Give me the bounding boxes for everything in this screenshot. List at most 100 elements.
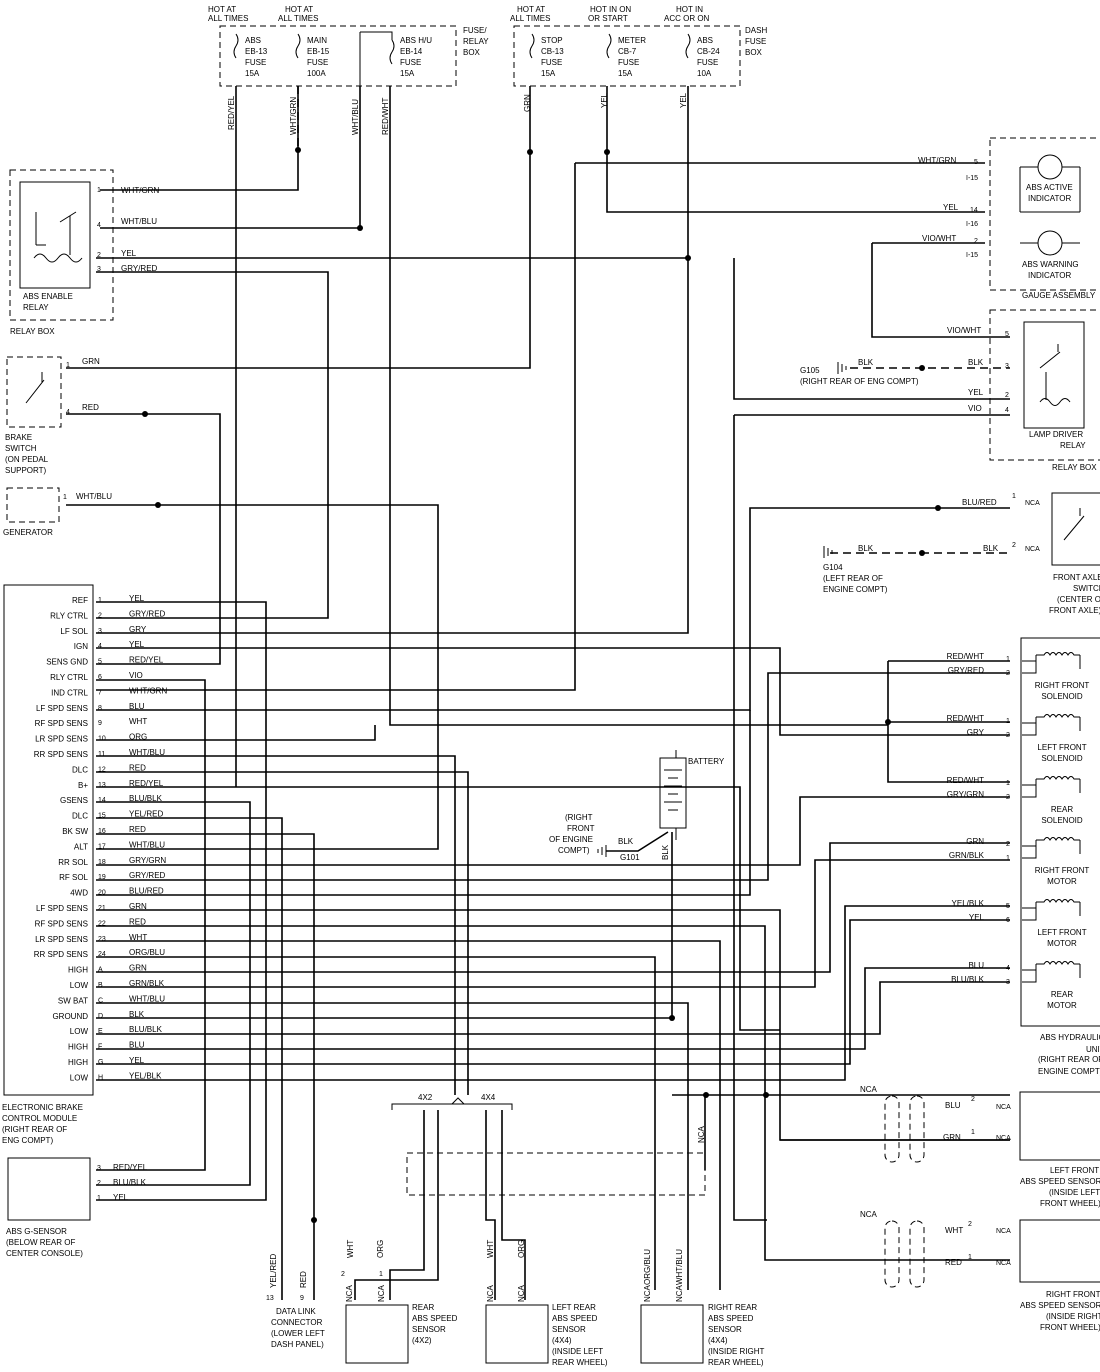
svg-text:NCA: NCA — [996, 1260, 1011, 1267]
svg-text:LEFT FRONT: LEFT FRONT — [1050, 1166, 1099, 1175]
svg-text:MAIN: MAIN — [307, 36, 327, 45]
fuse-cb13: STOP CB-13 FUSE 15A — [529, 33, 564, 78]
splice-points — [142, 147, 941, 1223]
ebcm-pin-function: RLY CTRL — [50, 673, 88, 682]
ebcm-pin-number: 4 — [98, 643, 102, 650]
ebcm-pin-wire: GRN/BLK — [129, 979, 165, 988]
svg-text:15A: 15A — [618, 69, 633, 78]
ebcm-pin-function: LR SPD SENS — [35, 735, 88, 744]
ebcm-pin-wire: WHT/GRN — [129, 686, 167, 695]
ebcm-pin-function: RF SPD SENS — [35, 719, 88, 728]
svg-text:ELECTRONIC BRAKE: ELECTRONIC BRAKE — [2, 1103, 83, 1112]
svg-text:1: 1 — [968, 1254, 972, 1261]
ebcm-pin-function: LF SOL — [60, 627, 88, 636]
pin-wire: RED/WHT — [947, 776, 984, 785]
ebcm-pin-function: ALT — [74, 842, 88, 851]
svg-text:2: 2 — [971, 1096, 975, 1103]
svg-text:I-15: I-15 — [966, 175, 978, 182]
svg-text:FUSE/: FUSE/ — [463, 26, 487, 35]
svg-text:ABS SPEED SENSOR: ABS SPEED SENSOR — [1020, 1301, 1100, 1310]
svg-text:3: 3 — [1005, 363, 1009, 370]
ebcm-pin-function: SENS GND — [46, 658, 88, 667]
lamp-driver-relay: LAMP DRIVER RELAY RELAY BOX 5 3 2 4 VIO/… — [947, 309, 1100, 472]
svg-text:(4X4): (4X4) — [708, 1336, 728, 1345]
svg-text:ORG: ORG — [376, 1240, 385, 1258]
svg-text:ABS SPEED: ABS SPEED — [412, 1314, 458, 1323]
fuse-wire-labels: RED/YEL WHT/GRN WHT/BLU RED/WHT GRN YEL … — [227, 92, 688, 135]
ebcm-pin-wire: RED/YEL — [129, 779, 164, 788]
fuse-eb13: ABS EB-13 FUSE 15A — [233, 33, 268, 78]
svg-text:14: 14 — [970, 207, 978, 214]
svg-text:I-15: I-15 — [966, 252, 978, 259]
svg-text:(INSIDE RIGHT: (INSIDE RIGHT — [708, 1347, 765, 1356]
pin-wire: GRN/BLK — [949, 851, 985, 860]
coil-symbol — [1022, 961, 1081, 983]
svg-text:RED: RED — [82, 403, 99, 412]
svg-text:15A: 15A — [541, 69, 556, 78]
svg-text:4X4: 4X4 — [481, 1093, 496, 1102]
svg-text:FUSE: FUSE — [541, 58, 562, 67]
rear-abs-speed-sensor: WHT ORG 2 1 NCA NCA REAR ABS SPEED SENSO… — [341, 1240, 458, 1364]
pin-wire: RED/WHT — [947, 714, 984, 723]
right-front-speed-sensor: 2 1 NCA NCA WHT RED NCA RIGHT FRONT ABS … — [860, 1210, 1100, 1332]
ebcm-pin-function: HIGH — [68, 966, 88, 975]
svg-text:NCA: NCA — [486, 1284, 495, 1302]
svg-text:SENSOR: SENSOR — [708, 1325, 742, 1334]
svg-text:FUSE: FUSE — [618, 58, 639, 67]
svg-text:METER: METER — [618, 36, 646, 45]
ebcm-pin-wire: YEL — [129, 640, 145, 649]
coil-symbol — [1022, 776, 1081, 798]
data-link-connector: YEL/RED RED 13 9 DATA LINK CONNECTOR (LO… — [266, 1254, 325, 1349]
ebcm-pin-wire: ORG/BLU — [129, 948, 165, 957]
svg-text:ABS SPEED: ABS SPEED — [708, 1314, 754, 1323]
svg-text:OR START: OR START — [588, 14, 628, 23]
svg-text:WHT/GRN: WHT/GRN — [289, 97, 298, 135]
svg-text:YEL/RED: YEL/RED — [269, 1254, 278, 1288]
svg-text:(RIGHT: (RIGHT — [565, 813, 593, 822]
svg-text:DASH PANEL): DASH PANEL) — [271, 1340, 324, 1349]
ebcm-pin-wire: GRY/RED — [129, 609, 166, 618]
ebcm-pin-number: 10 — [98, 736, 106, 743]
ebcm-pin-function: RR SPD SENS — [34, 950, 88, 959]
svg-text:HOT AT: HOT AT — [517, 5, 545, 14]
svg-text:ABS ACTIVE: ABS ACTIVE — [1026, 183, 1073, 192]
svg-text:G101: G101 — [620, 853, 640, 862]
ebcm-pin-function: HIGH — [68, 1058, 88, 1067]
svg-text:(RIGHT REAR OF: (RIGHT REAR OF — [2, 1125, 67, 1134]
svg-text:RELAY: RELAY — [1060, 441, 1086, 450]
ebcm-pin-number: C — [98, 997, 103, 1004]
svg-text:VIO/WHT: VIO/WHT — [947, 326, 981, 335]
svg-text:1: 1 — [379, 1271, 383, 1278]
ground-g104: G104 (LEFT REAR OF ENGINE COMPT) BLK — [823, 544, 888, 594]
svg-text:ALL TIMES: ALL TIMES — [278, 14, 318, 23]
svg-text:NCA: NCA — [517, 1284, 526, 1302]
svg-text:G104: G104 — [823, 563, 843, 572]
svg-text:WHT/BLU: WHT/BLU — [675, 1249, 684, 1285]
svg-text:NCA: NCA — [675, 1284, 684, 1302]
ebcm-pin-number: 18 — [98, 859, 106, 866]
svg-text:NCA: NCA — [345, 1284, 354, 1302]
svg-text:NCA: NCA — [996, 1104, 1011, 1111]
svg-text:ABS: ABS — [697, 36, 713, 45]
svg-text:15A: 15A — [245, 69, 260, 78]
svg-text:SENSOR: SENSOR — [412, 1325, 446, 1334]
fuse-cb24: ABS CB-24 FUSE 10A — [685, 33, 720, 78]
svg-text:2: 2 — [1005, 392, 1009, 399]
ebcm-pin-function: GSENS — [60, 796, 88, 805]
svg-text:CONNECTOR: CONNECTOR — [271, 1318, 323, 1327]
svg-text:CB-13: CB-13 — [541, 47, 564, 56]
pin-wire: YEL/BLK — [952, 899, 985, 908]
ebcm-pin-wire: BLU/BLK — [129, 1025, 163, 1034]
svg-text:HOT IN ON: HOT IN ON — [590, 5, 631, 14]
svg-text:OF ENGINE: OF ENGINE — [549, 835, 593, 844]
svg-text:BLK: BLK — [618, 837, 634, 846]
svg-text:1: 1 — [1012, 493, 1016, 500]
svg-text:9: 9 — [300, 1295, 304, 1302]
svg-text:(4X4): (4X4) — [552, 1336, 572, 1345]
svg-text:15A: 15A — [400, 69, 415, 78]
fuse-relay-box: HOT AT ALL TIMES HOT AT ALL TIMES FUSE/ … — [208, 5, 489, 87]
svg-text:RELAY BOX: RELAY BOX — [10, 327, 55, 336]
svg-text:(CENTER OF: (CENTER OF — [1057, 595, 1100, 604]
svg-text:WHT/BLU: WHT/BLU — [351, 99, 360, 135]
